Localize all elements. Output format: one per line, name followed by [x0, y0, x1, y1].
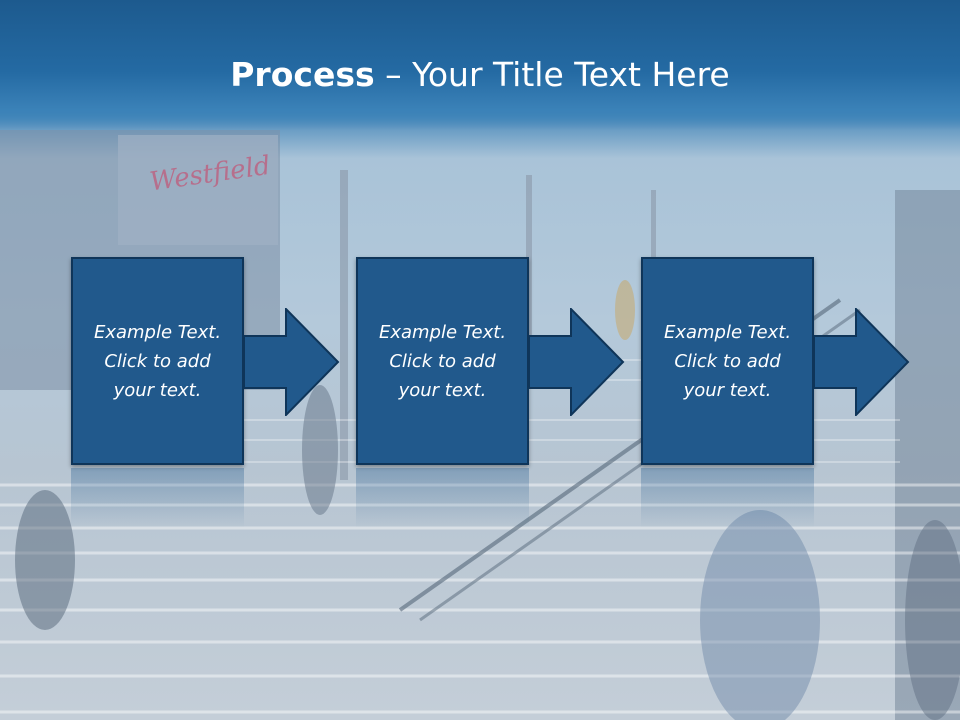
title-bar: [0, 0, 960, 130]
step-3-text: Example Text. Click to add your text.: [663, 321, 792, 401]
slide-title[interactable]: Process – Your Title Text Here: [0, 52, 960, 98]
right-arrow-icon: [814, 308, 910, 416]
step-2-text: Example Text. Click to add your text.: [378, 321, 507, 401]
process-step-1[interactable]: Example Text. Click to add your text.: [71, 257, 244, 465]
step-3-reflection: [641, 468, 814, 528]
step-2-reflection: [356, 468, 529, 528]
step-1-reflection: [71, 468, 244, 528]
process-step-2[interactable]: Example Text. Click to add your text.: [356, 257, 529, 465]
title-rest: – Your Title Text Here: [374, 55, 730, 94]
right-arrow-icon: [529, 308, 625, 416]
process-step-3[interactable]: Example Text. Click to add your text.: [641, 257, 814, 465]
title-bold: Process: [230, 55, 375, 94]
step-1-text: Example Text. Click to add your text.: [93, 321, 222, 401]
right-arrow-icon: [244, 308, 340, 416]
